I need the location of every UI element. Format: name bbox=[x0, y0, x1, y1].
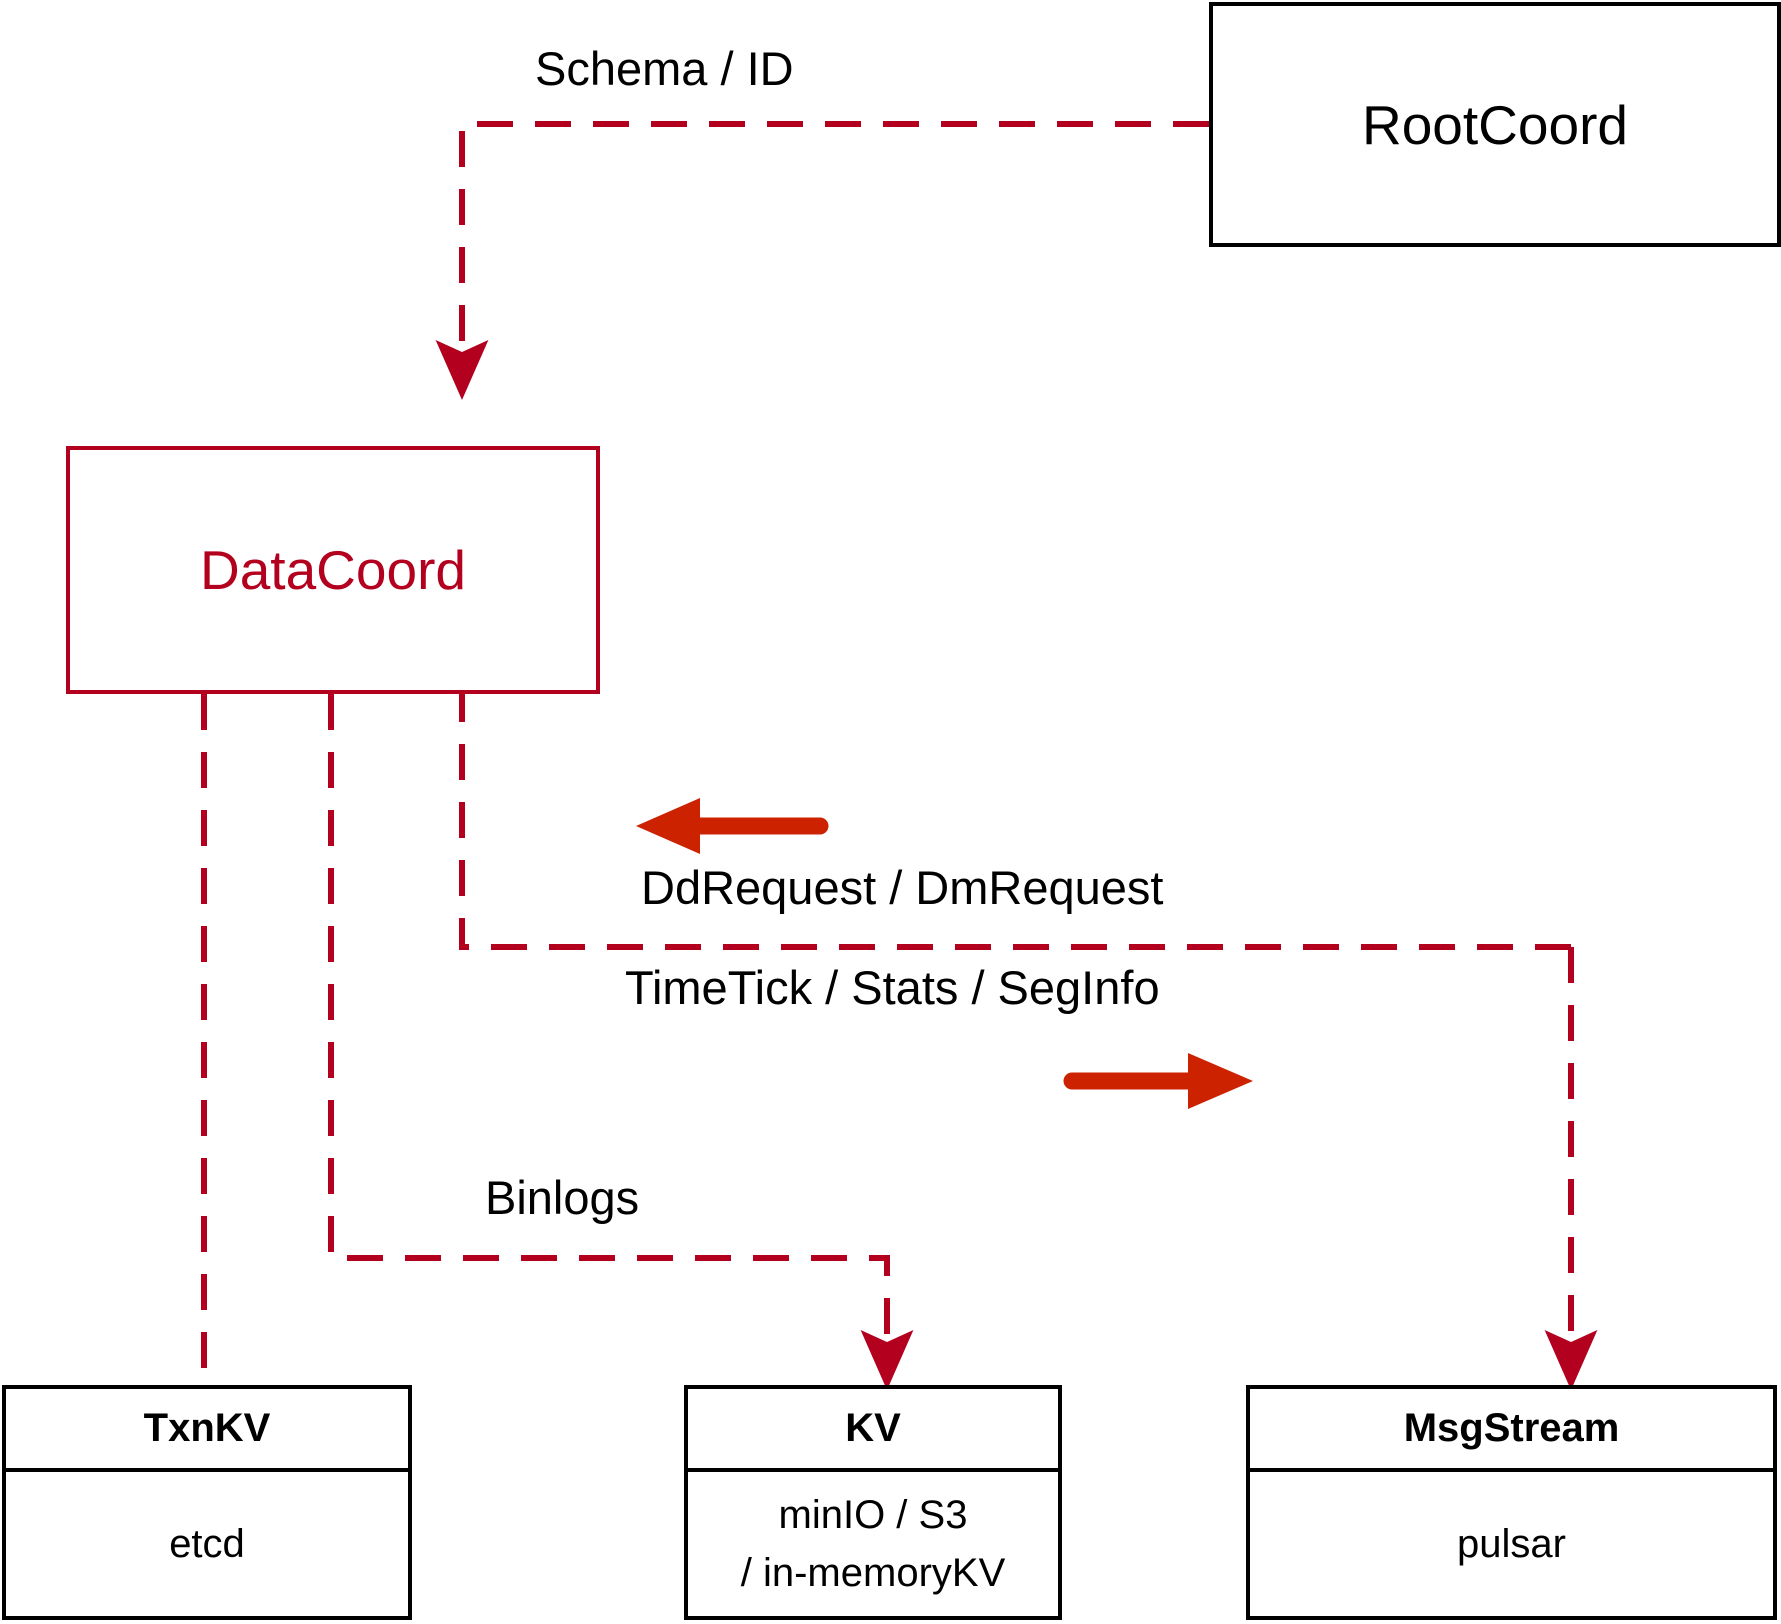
node-msgstream-body: pulsar bbox=[1457, 1522, 1566, 1566]
edge-ddrequest-dmrequest bbox=[435, 615, 1571, 950]
node-kv[interactable]: KV minIO / S3 / in-memoryKV bbox=[684, 1385, 1062, 1620]
node-datacoord[interactable]: DataCoord bbox=[66, 446, 600, 694]
node-kv-divider bbox=[688, 1468, 1058, 1472]
node-rootcoord[interactable]: RootCoord bbox=[1209, 2, 1781, 247]
node-kv-body-line1: minIO / S3 bbox=[778, 1493, 968, 1537]
node-txnkv-divider bbox=[6, 1468, 408, 1472]
edge-schema-id bbox=[435, 121, 1209, 400]
node-msgstream-divider bbox=[1250, 1468, 1773, 1472]
edge-label-binlogs: Binlogs bbox=[485, 1171, 640, 1224]
outbound-direction-arrow-icon bbox=[1063, 1053, 1253, 1109]
node-txnkv-body: etcd bbox=[169, 1522, 245, 1566]
edge-label-timetick-stats-seginfo: TimeTick / Stats / SegInfo bbox=[625, 961, 1160, 1014]
inbound-direction-arrow-icon bbox=[636, 798, 829, 854]
node-kv-title: KV bbox=[845, 1406, 901, 1450]
edge-label-dd-dm-request: DdRequest / DmRequest bbox=[641, 861, 1164, 914]
node-msgstream-title: MsgStream bbox=[1403, 1406, 1620, 1450]
edge-binlogs bbox=[328, 694, 914, 1390]
node-kv-body: minIO / S3 / in-memoryKV bbox=[688, 1472, 1058, 1616]
node-txnkv-title: TxnKV bbox=[143, 1406, 271, 1450]
node-rootcoord-label: RootCoord bbox=[1362, 93, 1628, 156]
node-kv-body-line2: / in-memoryKV bbox=[740, 1551, 1006, 1595]
node-datacoord-label: DataCoord bbox=[200, 539, 466, 601]
node-msgstream[interactable]: MsgStream pulsar bbox=[1246, 1385, 1777, 1620]
node-txnkv[interactable]: TxnKV etcd bbox=[2, 1385, 412, 1620]
edge-label-schema-id: Schema / ID bbox=[535, 42, 794, 95]
